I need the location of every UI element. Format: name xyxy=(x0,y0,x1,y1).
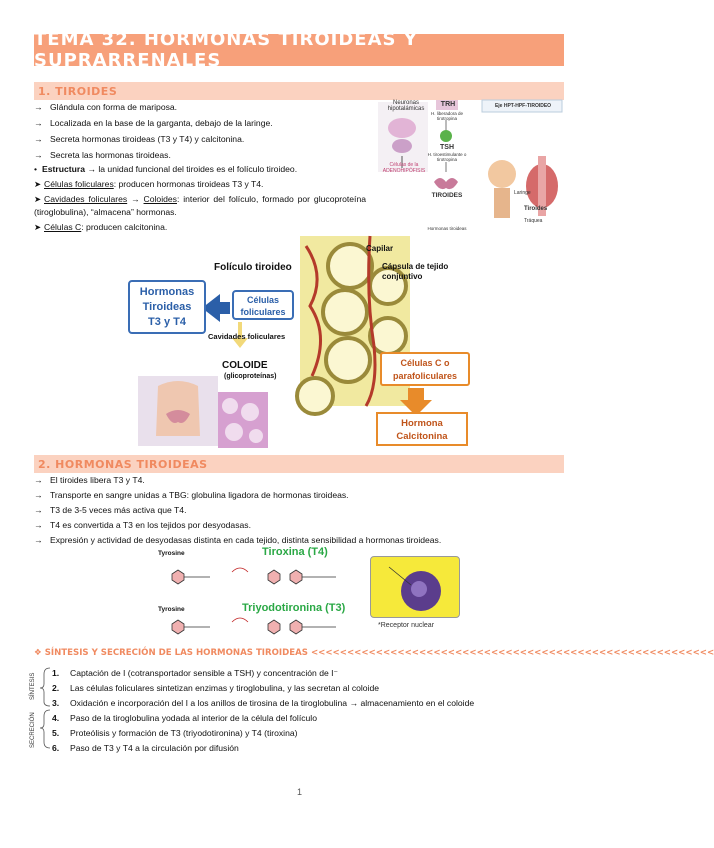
celulas-c-box: Células C o parafoliculares xyxy=(380,352,470,386)
section-1-heading: 1. TIROIDES xyxy=(38,84,118,98)
eje-label: Eje HPT-HPF-TIROIDEO xyxy=(494,103,552,109)
page-number: 1 xyxy=(296,787,302,797)
celulas-foliculares-line: ➤Células foliculares: producen hormonas … xyxy=(34,179,264,189)
hormonas-tiroideas-axis-label: Hormonas tiroideas xyxy=(427,226,467,231)
bullet-3: →Secreta hormonas tiroideas (T3 y T4) y … xyxy=(34,134,245,144)
traquea-label: Tráquea xyxy=(524,218,543,224)
hormonas-tiroideas-box: Hormonas Tiroideas T3 y T4 xyxy=(128,280,206,334)
celulas-adeno-label: Células de la ADENOHIPÓFISIS xyxy=(382,162,426,174)
neuronas-label: Neuronas hipotalámicas xyxy=(387,100,425,112)
synthesis-step-1: 1.Captación de I (cotransportador sensib… xyxy=(52,668,339,678)
section-1-heading-bar: 1. TIROIDES xyxy=(34,82,564,100)
section-2-heading-bar: 2. HORMONAS TIROIDEAS xyxy=(34,455,564,473)
bullet-4: →Secreta las hormonas tiroideas. xyxy=(34,150,171,160)
s2-bullet-4: →T4 es convertida a T3 en los tejidos po… xyxy=(34,520,251,530)
foliculo-tiroideo-label: Folículo tiroideo xyxy=(214,262,292,273)
s2-bullet-2: →Transporte en sangre unidas a TBG: glob… xyxy=(34,490,349,500)
synthesis-step-6: 6.Paso de T3 y T4 a la circulación por d… xyxy=(52,743,239,753)
celulas-c-line: ➤Células C: producen calcitonina. xyxy=(34,222,168,232)
follicle-diagram-graphic xyxy=(138,235,432,448)
trh-label: TRH xyxy=(440,101,456,108)
triyodotironina-label: Triyodotironina (T3) xyxy=(242,602,346,614)
synthesis-step-3: 3.Oxidación e incorporación del I a los … xyxy=(52,698,475,708)
bullet-2: →Localizada en la base de la garganta, d… xyxy=(34,118,273,128)
cavidades-label: Cavidades foliculares xyxy=(208,332,286,341)
capsula-label: Cápsula de tejido conjuntivo xyxy=(382,262,449,281)
tyrosine-1-label: Tyrosine xyxy=(158,550,185,557)
celulas-foliculares-box: Células foliculares xyxy=(232,290,294,320)
page-title: TEMA 32. HORMONAS TIROIDEAS Y SUPRARRENA… xyxy=(34,29,418,71)
glicoproteinas-label: (glicoproteínas) xyxy=(224,373,277,380)
axis-diagram-graphic xyxy=(378,99,563,218)
tyrosine-2-label: Tyrosine xyxy=(158,606,185,613)
tiroides-axis-label: TIROIDES xyxy=(431,192,463,199)
tsh-sub-label: H. tiroestimulante o tirotropina xyxy=(427,152,467,162)
synthesis-step-2: 2.Las células foliculares sintetizan enz… xyxy=(52,683,380,693)
s2-bullet-5: →Expresión y actividad de desyodasas dis… xyxy=(34,535,442,545)
brace-graphic xyxy=(39,667,51,749)
laringe-label: Laringe xyxy=(514,190,531,196)
synthesis-step-4: 4.Paso de la tiroglobulina yodada al int… xyxy=(52,713,317,723)
bullet-1: →Glándula con forma de mariposa. xyxy=(34,102,178,112)
coloide-label: COLOIDE xyxy=(222,360,268,371)
tiroides-neck-label: Tiroides xyxy=(524,206,548,212)
receptor-graphic xyxy=(388,566,441,611)
s2-bullet-1: →El tiroides libera T3 y T4. xyxy=(34,475,145,485)
cavidades-line: ➤Cavidades foliculares → Coloides: inter… xyxy=(34,194,367,217)
tiroxina-label: Tiroxina (T4) xyxy=(262,546,328,558)
synthesis-step-5: 5.Proteólisis y formación de T3 (triyodo… xyxy=(52,728,298,738)
receptor-label: *Receptor nuclear xyxy=(378,622,435,629)
calcitonina-box: Hormona Calcitonina xyxy=(376,412,468,446)
s2-bullet-3: →T3 de 3-5 veces más activa que T4. xyxy=(34,505,187,515)
sintesis-vertical-label: SÍNTESIS xyxy=(30,672,36,700)
synthesis-heading: ❖ SÍNTESIS Y SECRECIÓN DE LAS HORMONAS T… xyxy=(34,648,714,658)
molecules-graphic xyxy=(171,567,336,635)
estructura-line: •Estructura → la unidad funcional del ti… xyxy=(34,164,298,174)
nuclear-receptor-image xyxy=(370,556,460,618)
follicle-diagram: Folículo tiroideo Capilar Cápsula de tej… xyxy=(130,235,470,448)
trh-sub-label: H. liberadora de tirotropina xyxy=(430,111,464,121)
secrecion-vertical-label: SECRECIÓN xyxy=(30,712,36,748)
hpt-axis-diagram: Neuronas hipotalámicas Células de la ADE… xyxy=(374,96,564,236)
section-2-heading: 2. HORMONAS TIROIDEAS xyxy=(38,457,208,471)
tsh-label: TSH xyxy=(440,144,454,151)
molecules-diagram: Tyrosine Tyrosine Tiroxina (T4) Triyodot… xyxy=(150,546,364,640)
capilar-label: Capilar xyxy=(366,244,394,253)
page-title-bar: TEMA 32. HORMONAS TIROIDEAS Y SUPRARRENA… xyxy=(34,29,564,71)
